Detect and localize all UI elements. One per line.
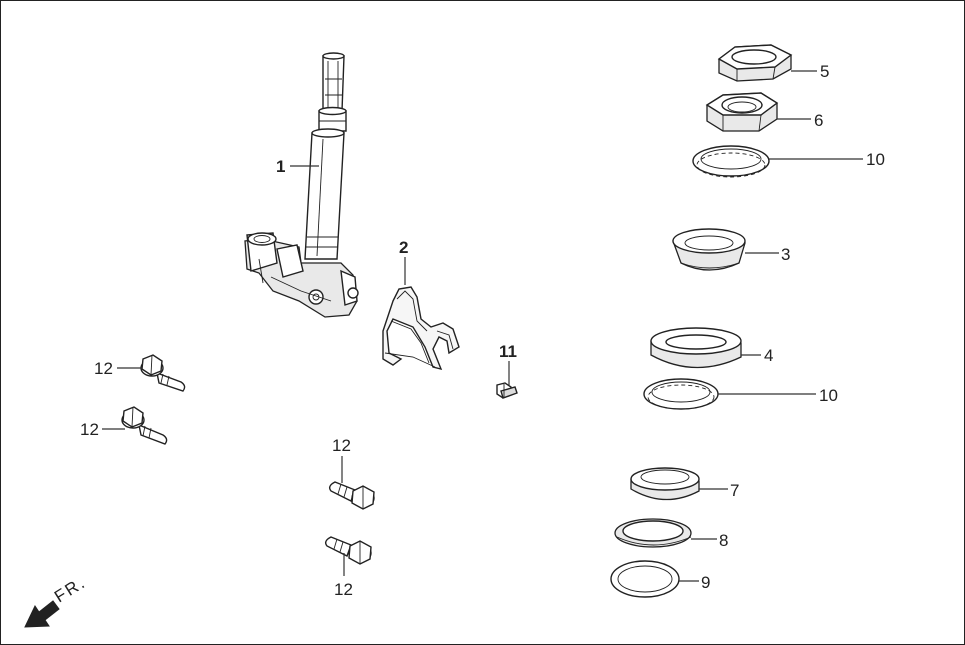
washer <box>610 560 680 598</box>
ball-race-lower <box>643 378 719 410</box>
flange-bolt-c <box>328 481 375 510</box>
lock-nut <box>717 44 793 82</box>
front-direction-arrow-icon <box>24 600 60 628</box>
callout-12b: 12 <box>80 420 99 439</box>
callout-11: 11 <box>499 342 517 361</box>
callout-9: 9 <box>701 573 710 592</box>
callout-12a: 12 <box>94 359 113 378</box>
callout-4: 4 <box>764 346 773 365</box>
callout-2: 2 <box>399 238 408 257</box>
hose-clip <box>382 286 460 371</box>
callout-8: 8 <box>719 531 728 550</box>
ball-race-ring <box>650 327 742 369</box>
callout-12d: 12 <box>334 580 353 599</box>
flange-bolt-a <box>140 354 186 392</box>
callout-12c: 12 <box>332 436 351 455</box>
callout-5: 5 <box>820 62 829 81</box>
small-bolt <box>496 382 518 399</box>
flange-bolt-b <box>121 406 168 445</box>
callout-6: 6 <box>814 111 823 130</box>
bottom-cone-race <box>630 467 700 501</box>
callout-3: 3 <box>781 245 790 264</box>
callout-10a: 10 <box>866 150 885 169</box>
steering-stem <box>244 52 359 318</box>
front-direction-label: FR. <box>51 573 89 607</box>
callout-1: 1 <box>276 157 285 176</box>
callout-10b: 10 <box>819 386 838 405</box>
callout-7: 7 <box>730 481 739 500</box>
adjusting-nut <box>705 92 779 132</box>
dust-seal <box>614 518 692 548</box>
ball-race-upper <box>692 145 770 178</box>
top-cone-race <box>672 228 746 271</box>
flange-bolt-d <box>324 536 372 565</box>
